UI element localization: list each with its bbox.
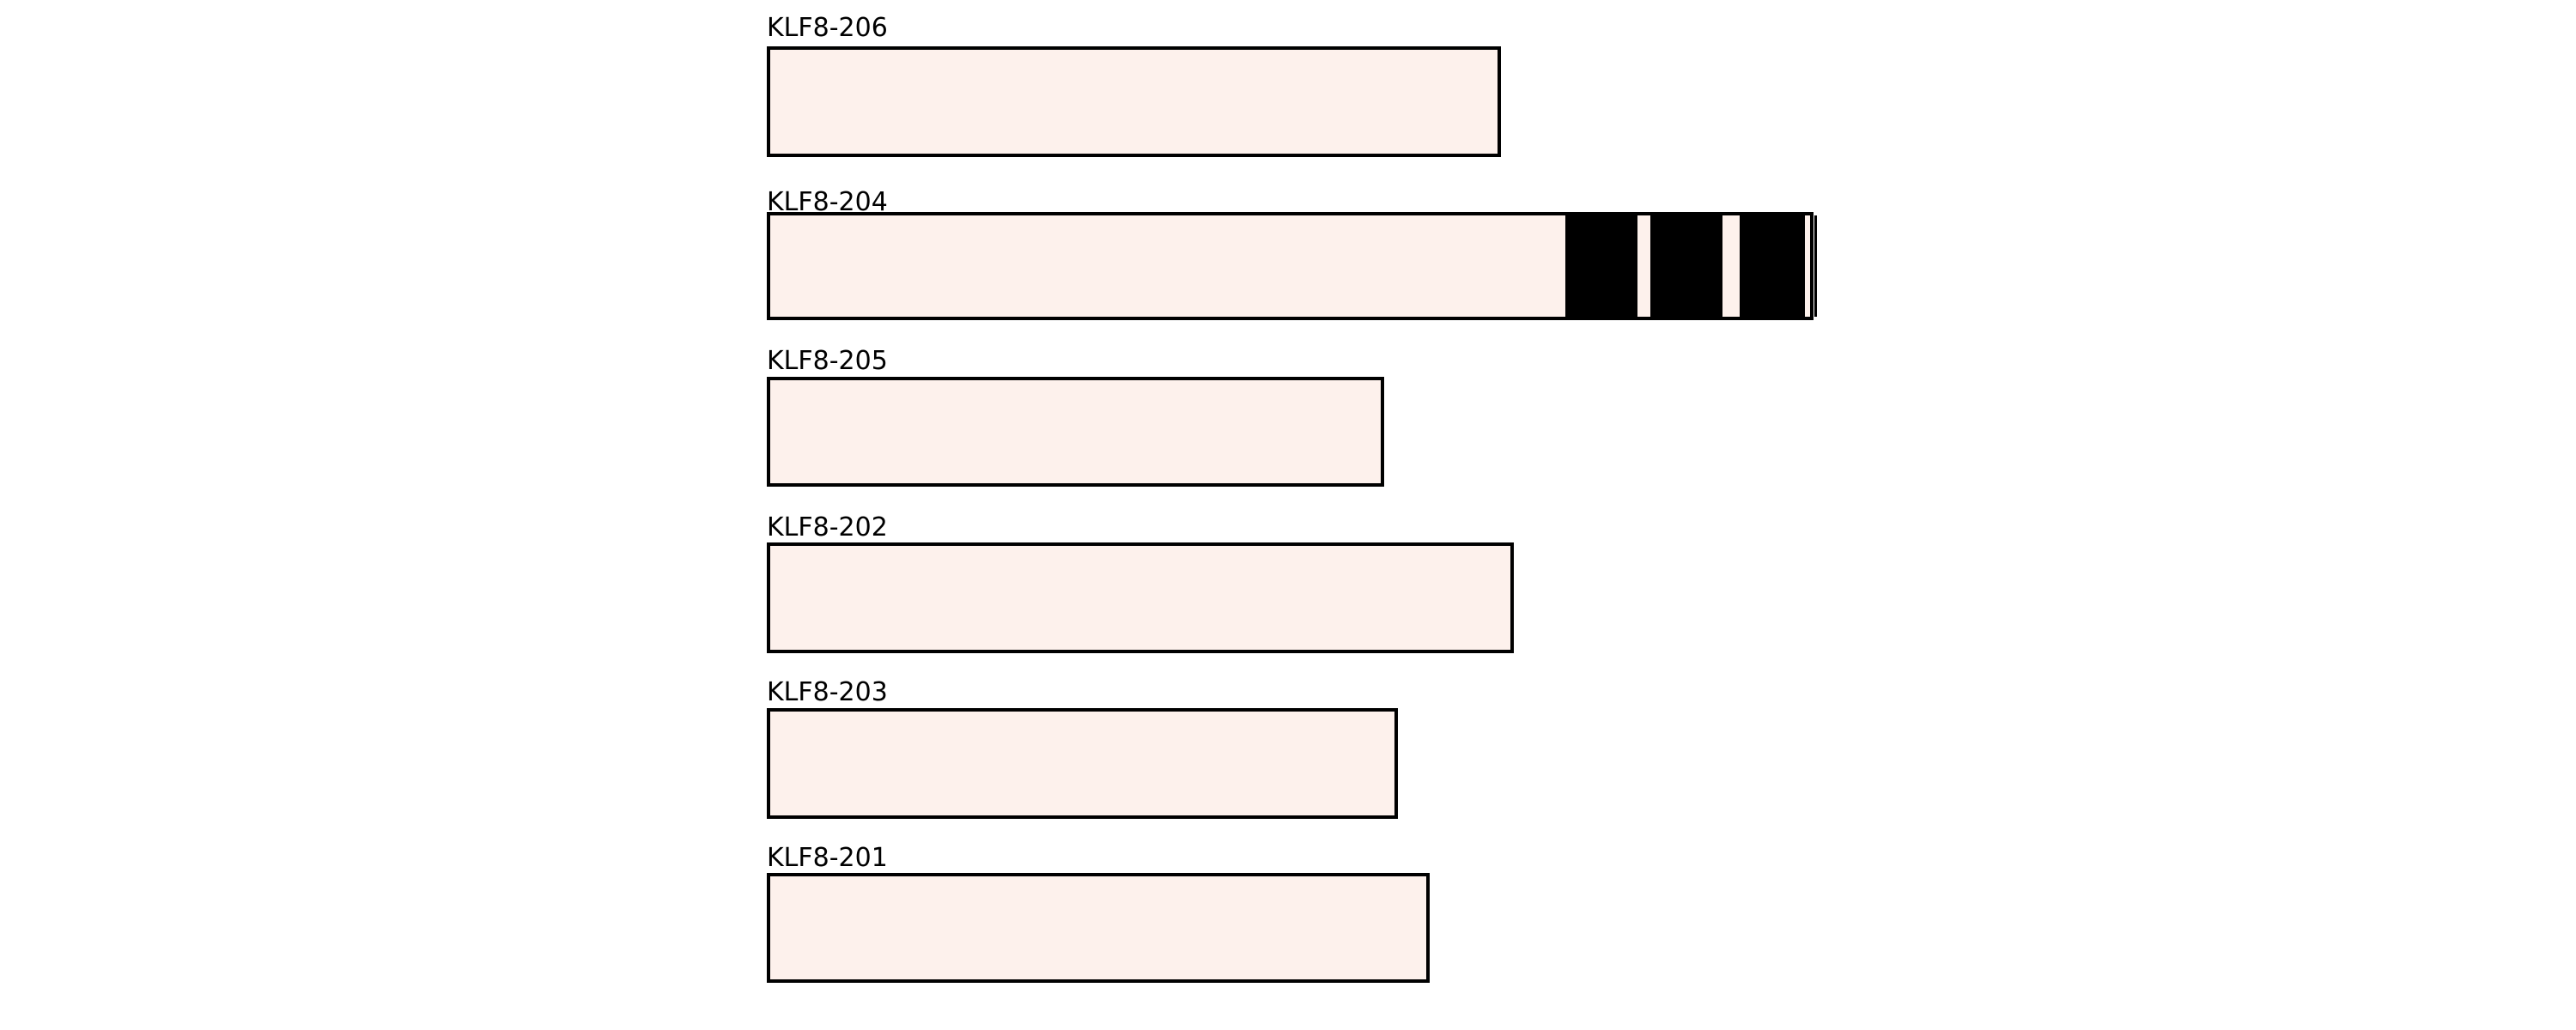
exon-segment[interactable]: [1565, 215, 1637, 317]
track-label: KLF8-202: [767, 512, 888, 542]
track-bar[interactable]: [767, 377, 1384, 487]
track-label: KLF8-205: [767, 346, 888, 376]
track-label: KLF8-203: [767, 677, 888, 707]
exon-segment[interactable]: [1650, 215, 1722, 317]
track-label: KLF8-201: [767, 843, 888, 873]
track-bar[interactable]: [767, 46, 1501, 157]
track-label: KLF8-206: [767, 13, 888, 43]
track-bar[interactable]: [767, 212, 1817, 320]
track-label: KLF8-204: [767, 187, 888, 217]
exon-segment[interactable]: [1740, 215, 1805, 317]
track-bar[interactable]: [767, 873, 1430, 983]
track-bar[interactable]: [767, 542, 1514, 653]
exon-segment[interactable]: [1814, 215, 1817, 317]
track-bar[interactable]: [767, 708, 1398, 819]
